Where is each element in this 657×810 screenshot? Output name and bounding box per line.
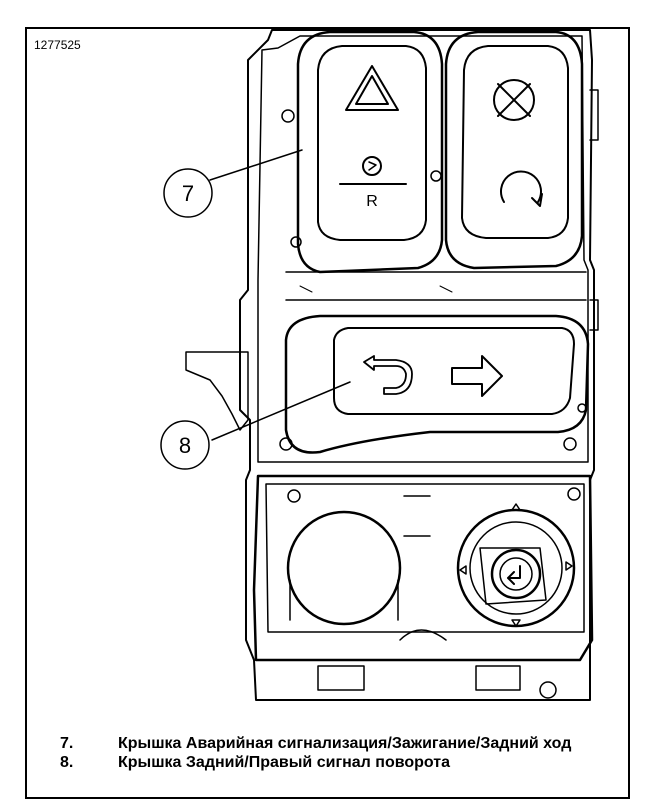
ignition-icon (362, 156, 382, 176)
hazard-triangle-icon (345, 65, 399, 111)
legend-item-8: 8. Крышка Задний/Правый сигнал поворота (60, 753, 620, 772)
screw-lower-left (287, 489, 301, 503)
right-turn-icon (451, 355, 503, 397)
hazard-button-cover (296, 30, 444, 274)
arrow-right-icon (565, 561, 573, 571)
screw-lower-right (567, 487, 581, 501)
legend-number: 8. (60, 754, 74, 771)
cruise-icon (493, 79, 535, 121)
screw-top-mid (430, 170, 442, 182)
resume-icon (500, 170, 542, 203)
callout-8-label: 8 (179, 433, 191, 458)
screw-top-left (281, 109, 295, 123)
left-turn-icon (363, 355, 413, 395)
turn-signal-cover (284, 314, 590, 454)
figure-id: 1277525 (34, 38, 81, 52)
bottom-tab (539, 681, 557, 699)
housing-outline (239, 29, 595, 701)
legend-text: Крышка Задний/Правый сигнал поворота (118, 754, 450, 771)
left-round-switch (286, 510, 402, 626)
callout-7-label: 7 (182, 181, 194, 206)
legend-item-7: 7. Крышка Аварийная сигнализация/Зажиган… (60, 734, 620, 753)
housing-inner-edge (257, 35, 589, 463)
lower-module (252, 474, 594, 662)
bottom-clip-left (317, 665, 365, 691)
callout-7-circle (163, 168, 213, 218)
cruise-button-cover (444, 30, 584, 270)
screw-right-low (563, 437, 577, 451)
switch-housing-illustration: 7 8 R (160, 29, 599, 701)
enter-icon (507, 565, 521, 585)
screw-left-low (279, 437, 293, 451)
joystick-control (456, 503, 576, 628)
arrow-down-icon (511, 619, 521, 627)
screw-right-mid (577, 403, 587, 413)
screw-left-mid (290, 236, 302, 248)
callout-8-circle (160, 420, 210, 470)
right-tab-top (589, 89, 599, 141)
legend: 7. Крышка Аварийная сигнализация/Зажиган… (60, 734, 620, 772)
leader-8 (211, 381, 351, 441)
arrow-left-icon (459, 565, 467, 575)
arrow-up-icon (511, 503, 521, 511)
bottom-clip-right (475, 665, 521, 691)
leader-7 (209, 149, 303, 181)
right-tab-mid (589, 299, 599, 331)
legend-number: 7. (60, 735, 74, 752)
side-tab (185, 351, 249, 431)
reverse-letter: R (366, 193, 378, 210)
legend-text: Крышка Аварийная сигнализация/Зажигание/… (118, 735, 572, 752)
